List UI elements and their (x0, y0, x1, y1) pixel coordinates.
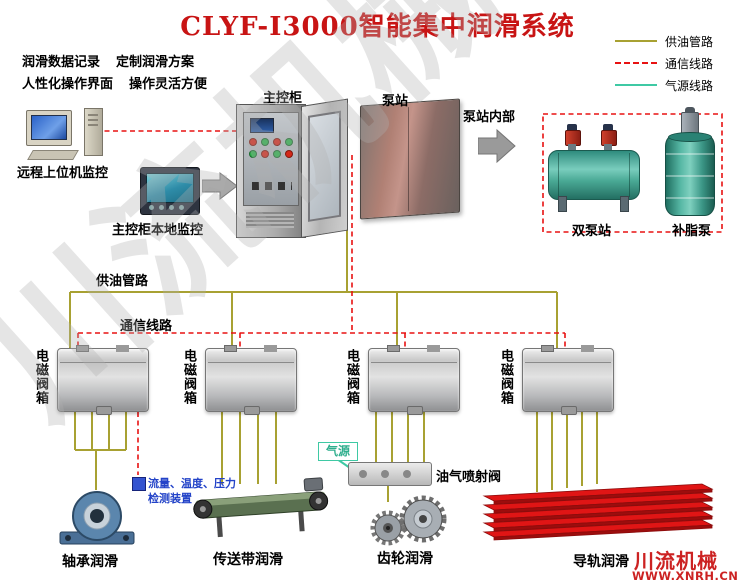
cabinet-vent (246, 212, 294, 228)
monitor-icon (26, 110, 72, 146)
valve-box-label: 电磁阀箱 (498, 349, 513, 405)
pump-station-label: 泵站 (382, 94, 409, 109)
keyboard-icon (27, 150, 79, 160)
feature-1: 润滑数据记录 (22, 55, 101, 70)
feature-3: 人性化操作界面 (22, 77, 114, 92)
oil-line-swatch (615, 40, 657, 42)
cabinet-open-door (301, 98, 348, 238)
dual-pump-station-label: 双泵站 (572, 224, 612, 239)
legend-row-comm: 通信线路 (615, 52, 749, 74)
solenoid-valve-box-1: 电磁阀箱 (33, 345, 149, 415)
valve-box-label: 电磁阀箱 (344, 349, 359, 405)
legend-label-oil: 供油管路 (665, 34, 714, 49)
solenoid-valve-box-4: 电磁阀箱 (498, 345, 614, 415)
grease-barrel-pump (664, 107, 716, 218)
comm-line-swatch (615, 62, 657, 64)
conveyor-icon (193, 477, 329, 538)
gear-label: 齿轮润滑 (377, 551, 433, 567)
pc-tower-icon (84, 108, 103, 156)
remote-pc (26, 106, 104, 160)
legend-label-comm: 通信线路 (665, 56, 714, 71)
tank-leg (558, 196, 567, 212)
main-cabinet-label: 主控柜 (263, 91, 303, 106)
grease-barrel (665, 132, 715, 216)
conveyor-label: 传送带润滑 (213, 552, 283, 568)
oil-air-injection-valve (348, 462, 432, 486)
detection-device-label: 流量、温度、压力 检测装置 (148, 477, 236, 507)
air-line-swatch (615, 84, 657, 86)
indicator-lights (249, 138, 293, 158)
pump-motor-left (564, 124, 581, 152)
legend-row-air: 气源线路 (615, 74, 749, 96)
feature-text: 润滑数据记录 定制润滑方案 人性化操作界面 操作灵活方便 (22, 52, 207, 96)
pump-motor-right (600, 124, 617, 152)
monitor-screen (31, 115, 67, 140)
grease-pump-label: 补脂泵 (672, 224, 712, 239)
injection-valve-label: 油气喷射阀 (436, 470, 502, 485)
detection-line-1: 流量、温度、压力 (148, 477, 236, 490)
brand-website: WWW.XNRH.CN (632, 569, 739, 583)
valve-box-body (205, 345, 297, 415)
valve-box-body (522, 345, 614, 415)
tank-leg (620, 196, 629, 212)
bearing-label: 轴承润滑 (62, 554, 118, 570)
feature-4: 操作灵活方便 (129, 77, 208, 92)
hmi-screen (146, 173, 194, 203)
solenoid-valve-box-3: 电磁阀箱 (344, 345, 460, 415)
rail-label: 导轨润滑 (573, 554, 629, 570)
valve-box-label: 电磁阀箱 (181, 349, 196, 405)
gears-icon (370, 495, 447, 546)
page-title: CLYF-I3000智能集中润滑系统 (180, 12, 575, 42)
legend: 供油管路 通信线路 气源线路 (615, 30, 749, 96)
local-monitor-label: 主控柜本地监控 (112, 223, 204, 238)
cabinet-buttons (252, 182, 292, 190)
arrow-right-icon (202, 172, 238, 200)
legend-row-oil: 供油管路 (615, 30, 749, 52)
arrow-right-big-icon (478, 128, 516, 164)
detection-device-icon (132, 477, 146, 491)
comm-line-label: 通信线路 (120, 319, 173, 334)
valve-box-label: 电磁阀箱 (33, 349, 48, 405)
oil-supply-line-label: 供油管路 (96, 274, 149, 289)
oil-tank (548, 150, 640, 200)
feature-2: 定制润滑方案 (116, 55, 195, 70)
valve-box-body (57, 345, 149, 415)
air-source-tag: 气源 (318, 442, 358, 461)
legend-label-air: 气源线路 (665, 78, 714, 93)
brand-name: 川流机械 (634, 549, 718, 573)
pump-station-cabinet (360, 98, 460, 220)
guide-rails-icon (482, 483, 714, 541)
local-hmi (140, 167, 200, 215)
cabinet-display (250, 118, 274, 133)
detection-line-2: 检测装置 (148, 491, 192, 505)
remote-pc-label: 远程上位机监控 (17, 166, 109, 181)
dual-pump-tank (548, 124, 640, 220)
solenoid-valve-box-2: 电磁阀箱 (181, 345, 297, 415)
bearing-icon (59, 491, 135, 545)
pump-station-interior-label: 泵站内部 (463, 110, 516, 125)
valve-box-body (368, 345, 460, 415)
